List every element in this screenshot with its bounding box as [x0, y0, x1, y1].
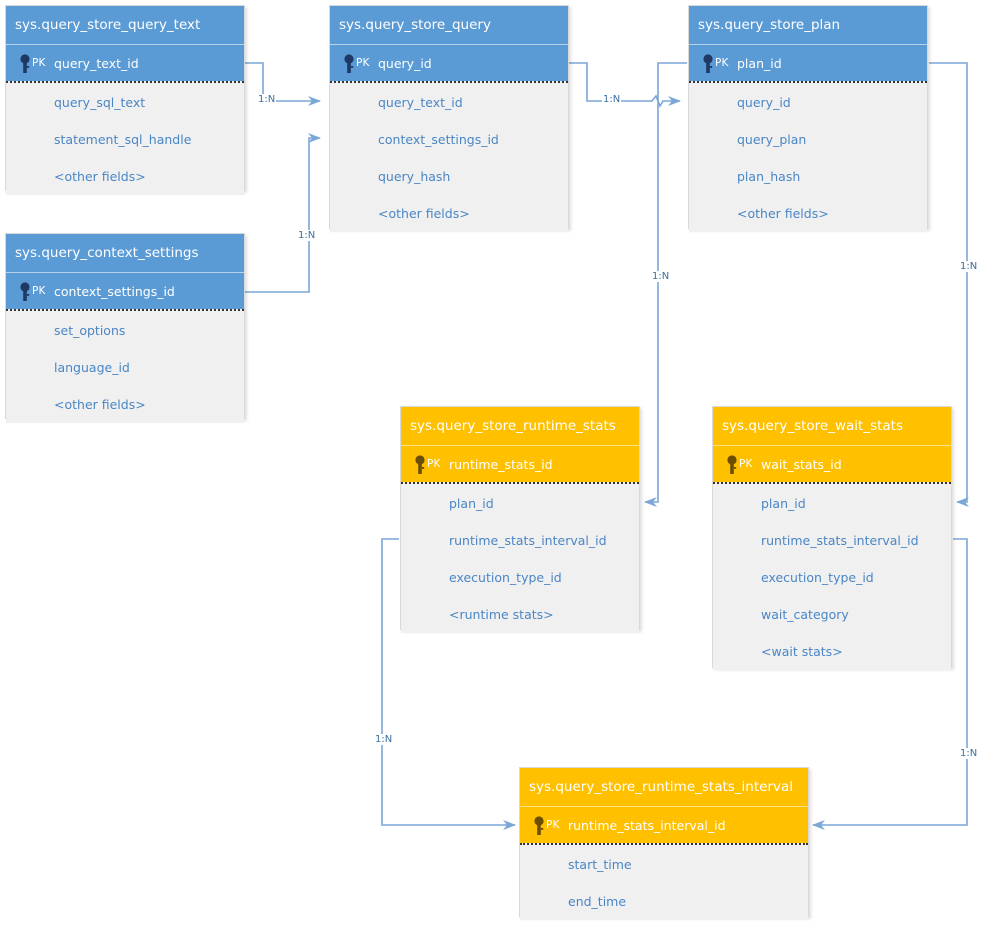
pk-row[interactable]: PK wait_stats_id: [713, 445, 951, 482]
connector-plan-to-runtime-stats: [644, 62, 687, 507]
field-row: context_settings_id: [378, 132, 499, 147]
field-row: query_plan: [737, 132, 807, 147]
field-row: query_hash: [378, 169, 451, 184]
entity-title: sys.query_context_settings: [6, 234, 244, 272]
entity-title: sys.query_store_query_text: [6, 6, 244, 44]
pk-field-name: query_text_id: [54, 56, 139, 71]
field-row: end_time: [568, 894, 627, 909]
cardinality-label-r3: 1:N: [602, 94, 622, 105]
field-list: plan_id runtime_stats_interval_id execut…: [401, 482, 639, 633]
pk-row[interactable]: PK runtime_stats_interval_id: [520, 806, 808, 843]
field-row: plan_id: [449, 496, 494, 511]
field-row: <wait stats>: [761, 644, 843, 659]
pk-field-name: runtime_stats_id: [449, 457, 553, 472]
entity-title: sys.query_store_runtime_stats_interval: [520, 768, 808, 806]
cardinality-label-r5: 1:N: [959, 261, 979, 272]
field-row: query_id: [737, 95, 791, 110]
field-row: query_text_id: [378, 95, 463, 110]
pk-badge: PK: [546, 819, 560, 831]
field-row: wait_category: [761, 607, 849, 622]
field-row: start_time: [568, 857, 632, 872]
field-row: plan_id: [761, 496, 806, 511]
field-row: execution_type_id: [449, 570, 562, 585]
entity-query-store-wait-stats[interactable]: sys.query_store_wait_stats PK wait_stats…: [712, 406, 952, 670]
entity-query-store-query[interactable]: sys.query_store_query PK query_id query_…: [329, 5, 569, 232]
cardinality-label-r2: 1:N: [297, 230, 317, 241]
field-row: execution_type_id: [761, 570, 874, 585]
pk-row[interactable]: PK runtime_stats_id: [401, 445, 639, 482]
cardinality-label-r7: 1:N: [959, 748, 979, 759]
entity-title: sys.query_store_plan: [689, 6, 927, 44]
field-row: query_sql_text: [54, 95, 146, 110]
pk-badge: PK: [715, 57, 729, 69]
field-list: query_sql_text statement_sql_handle <oth…: [6, 81, 244, 195]
entity-query-context-settings[interactable]: sys.query_context_settings PK context_se…: [5, 233, 245, 423]
entity-title: sys.query_store_runtime_stats: [401, 407, 639, 445]
field-row: <other fields>: [54, 169, 146, 184]
entity-query-store-query-text[interactable]: sys.query_store_query_text PK query_text…: [5, 5, 245, 195]
pk-badge: PK: [32, 285, 46, 297]
pk-badge: PK: [32, 57, 46, 69]
connector-query-to-plan: [569, 62, 681, 108]
pk-badge: PK: [356, 57, 370, 69]
cardinality-label-r4: 1:N: [651, 271, 671, 282]
key-icon: [20, 54, 30, 73]
pk-row[interactable]: PK plan_id: [689, 44, 927, 81]
field-list: query_id query_plan plan_hash <other fie…: [689, 81, 927, 232]
field-row: runtime_stats_interval_id: [449, 533, 607, 548]
connector-context-settings-to-query: [245, 133, 321, 293]
pk-row[interactable]: PK context_settings_id: [6, 272, 244, 309]
field-row: <other fields>: [378, 206, 470, 221]
field-row: plan_hash: [737, 169, 801, 184]
pk-field-name: context_settings_id: [54, 284, 175, 299]
key-icon: [703, 54, 713, 73]
entity-title: sys.query_store_wait_stats: [713, 407, 951, 445]
cardinality-label-r1: 1:N: [257, 94, 277, 105]
field-list: start_time end_time: [520, 843, 808, 920]
field-row: <runtime stats>: [449, 607, 554, 622]
pk-row[interactable]: PK query_id: [330, 44, 568, 81]
pk-field-name: plan_id: [737, 56, 782, 71]
entity-query-store-runtime-stats[interactable]: sys.query_store_runtime_stats PK runtime…: [400, 406, 640, 633]
field-list: plan_id runtime_stats_interval_id execut…: [713, 482, 951, 670]
key-icon: [20, 282, 30, 301]
pk-field-name: query_id: [378, 56, 432, 71]
field-list: query_text_id context_settings_id query_…: [330, 81, 568, 232]
key-icon: [344, 54, 354, 73]
field-row: set_options: [54, 323, 126, 338]
field-row: runtime_stats_interval_id: [761, 533, 919, 548]
pk-badge: PK: [739, 458, 753, 470]
field-row: <other fields>: [737, 206, 829, 221]
entity-title: sys.query_store_query: [330, 6, 568, 44]
entity-query-store-runtime-stats-interval[interactable]: sys.query_store_runtime_stats_interval P…: [519, 767, 809, 920]
key-icon: [415, 455, 425, 474]
pk-field-name: wait_stats_id: [761, 457, 842, 472]
pk-badge: PK: [427, 458, 441, 470]
pk-field-name: runtime_stats_interval_id: [568, 818, 726, 833]
field-row: <other fields>: [54, 397, 146, 412]
field-list: set_options language_id <other fields>: [6, 309, 244, 423]
cardinality-label-r6: 1:N: [374, 734, 394, 745]
pk-row[interactable]: PK query_text_id: [6, 44, 244, 81]
field-row: statement_sql_handle: [54, 132, 192, 147]
key-icon: [727, 455, 737, 474]
field-row: language_id: [54, 360, 130, 375]
key-icon: [534, 816, 544, 835]
entity-query-store-plan[interactable]: sys.query_store_plan PK plan_id query_id…: [688, 5, 928, 232]
